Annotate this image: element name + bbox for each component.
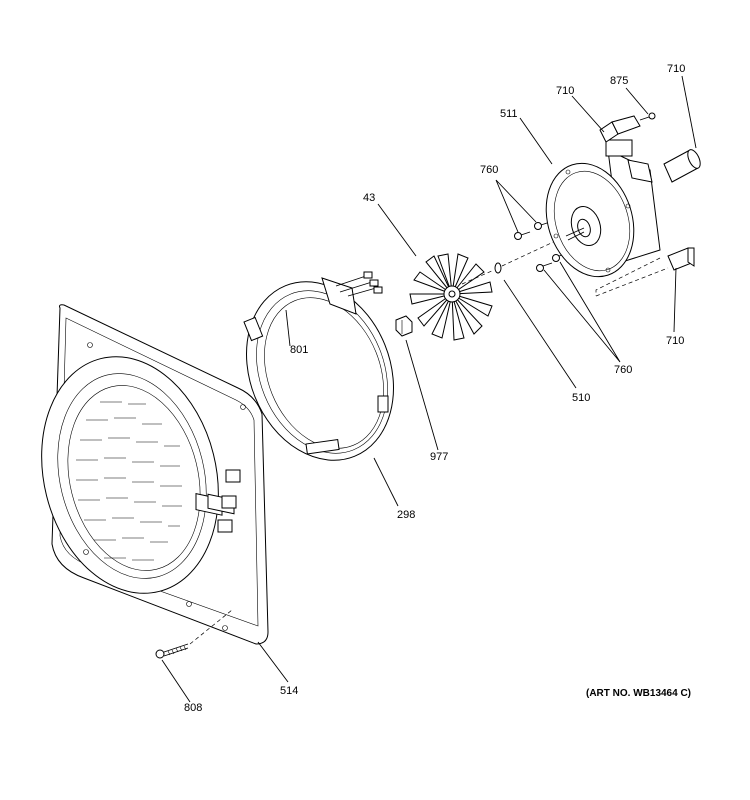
convection-fan-motor [545, 139, 661, 278]
art-number: (ART NO. WB13464 C) [586, 688, 691, 699]
callout-710-lower: 710 [666, 335, 684, 347]
callout-875: 875 [610, 75, 628, 87]
callout-801: 801 [290, 344, 308, 356]
nut-977 [395, 315, 413, 337]
convection-back-panel [41, 304, 269, 645]
callout-511: 511 [500, 108, 518, 120]
callout-710-upper: 710 [556, 85, 574, 97]
callout-710-capacitor: 710 [667, 63, 685, 75]
callout-977: 977 [430, 451, 448, 463]
bracket-710-lower [595, 247, 695, 297]
callout-760-lower: 760 [614, 364, 632, 376]
heating-element-ring [243, 271, 394, 461]
screws-760-upper [514, 221, 551, 240]
fan-blade [409, 253, 493, 341]
callout-510: 510 [572, 392, 590, 404]
callout-808: 808 [184, 702, 202, 714]
washer-510 [461, 237, 563, 285]
capacitor-710 [663, 149, 701, 183]
screw-875 [639, 112, 656, 121]
callout-43: 43 [363, 192, 375, 204]
callout-514: 514 [280, 685, 298, 697]
screw-808 [155, 609, 233, 659]
callout-760-upper: 760 [480, 164, 498, 176]
bracket-710-upper [599, 115, 641, 143]
leader-lines [161, 75, 697, 703]
callout-298: 298 [397, 509, 415, 521]
